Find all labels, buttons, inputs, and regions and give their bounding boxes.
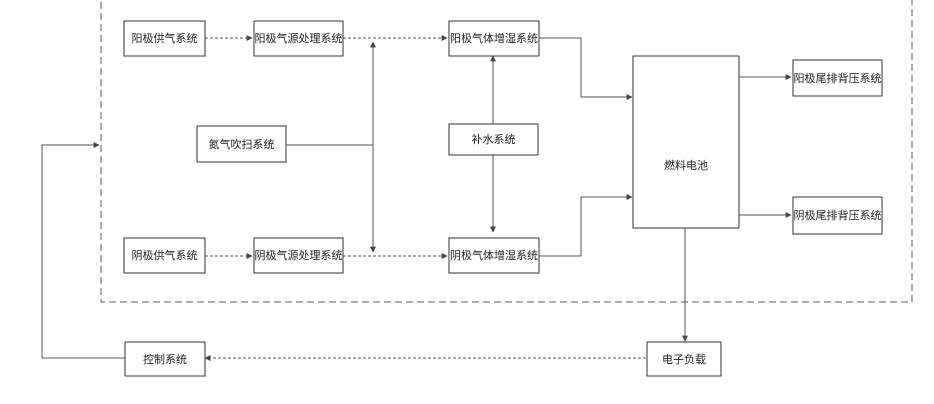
water-supply-label: 补水系统 [472,133,516,146]
fuel-cell-label: 燃料电池 [664,158,708,172]
block-anode-humidifier: 阳极气体增湿系统 [449,21,539,56]
anode-pretreat-label: 阳极气源处理系统 [255,31,343,45]
block-cathode-exhaust: 阴极尾排背压系统 [793,197,882,234]
block-anode-supply: 阳极供气系统 [124,21,205,56]
block-fuel-cell: 燃料电池 [633,56,739,228]
block-anode-exhaust: 阳极尾排背压系统 [793,60,882,96]
arrow-control-to-boundary [42,145,125,358]
block-anode-pretreat: 阳极气源处理系统 [254,21,343,56]
cathode-humid-label: 阴极气体增湿系统 [450,248,538,262]
block-electronic-load: 电子负载 [647,342,721,376]
nitrogen-purge-label: 氮气吹扫系统 [209,137,275,151]
block-cathode-supply: 阴极供气系统 [124,238,205,273]
anode-exhaust-label: 阳极尾排背压系统 [794,71,882,85]
load-label: 电子负载 [662,352,706,366]
arrow-anode-humid-to-fuel-cell [539,38,632,97]
control-label: 控制系统 [143,352,187,366]
cathode-pretreat-label: 阴极气源处理系统 [255,248,343,262]
anode-supply-label: 阳极供气系统 [132,31,198,45]
arrow-cathode-humid-to-fuel-cell [539,197,632,256]
anode-humid-label: 阳极气体增湿系统 [450,31,538,45]
block-cathode-pretreat: 阴极气源处理系统 [254,238,343,273]
block-water-supply: 补水系统 [449,124,538,155]
cathode-supply-label: 阴极供气系统 [132,248,198,262]
cathode-exhaust-label: 阴极尾排背压系统 [794,208,882,222]
block-cathode-humidifier: 阴极气体增湿系统 [449,238,539,273]
block-nitrogen-purge: 氮气吹扫系统 [197,126,286,162]
block-control: 控制系统 [125,342,205,376]
